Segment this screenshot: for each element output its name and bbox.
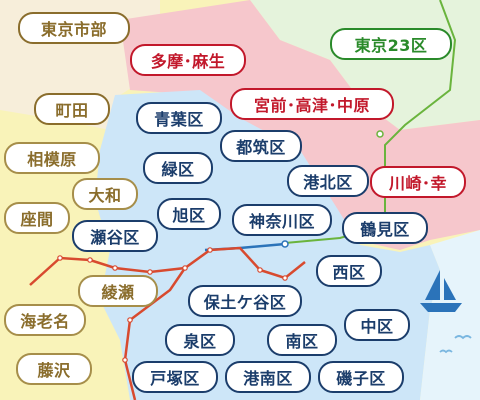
rail-station-dot	[112, 265, 118, 271]
label-tsuzuki-ku[interactable]: 都筑区	[220, 130, 302, 162]
label-tokyo-shibu[interactable]: 東京市部	[18, 12, 130, 44]
sailboat-icon	[420, 270, 462, 312]
seagull-icon	[439, 335, 472, 354]
rail-station-dot	[376, 130, 384, 138]
label-fujisawa[interactable]: 藤沢	[16, 353, 92, 385]
label-ebina[interactable]: 海老名	[4, 304, 86, 336]
sea-region	[420, 230, 480, 400]
label-kohoku-ku[interactable]: 港北区	[287, 165, 369, 197]
rail-station-dot	[207, 247, 213, 253]
rail-station-dot	[281, 240, 289, 248]
label-nishi-ku[interactable]: 西区	[316, 255, 382, 287]
label-zama[interactable]: 座間	[4, 202, 70, 234]
label-totsuka-ku[interactable]: 戸塚区	[132, 361, 218, 393]
label-machida[interactable]: 町田	[34, 93, 110, 125]
rail-station-dot	[57, 255, 63, 261]
label-tama-asao[interactable]: 多摩･麻生	[130, 44, 246, 76]
label-hodogaya-ku[interactable]: 保土ケ谷区	[188, 285, 302, 317]
rail-station-dot	[122, 357, 128, 363]
label-miyamae-takatsu[interactable]: 宮前･高津･中原	[230, 88, 394, 120]
rail-station-dot	[182, 265, 188, 271]
rail-station-dot	[257, 267, 263, 273]
rail-station-dot	[147, 269, 153, 275]
label-yamato[interactable]: 大和	[72, 178, 138, 210]
rail-station-dot	[282, 275, 288, 281]
label-kawasaki-saiwai[interactable]: 川崎･幸	[370, 166, 466, 198]
label-asahi-ku[interactable]: 旭区	[157, 198, 221, 230]
label-konan-ku[interactable]: 港南区	[225, 361, 311, 393]
label-tokyo-23ku[interactable]: 東京23区	[330, 28, 452, 60]
label-aoba-ku[interactable]: 青葉区	[136, 102, 222, 134]
label-minami-ku[interactable]: 南区	[267, 324, 337, 356]
label-midori-ku[interactable]: 緑区	[143, 152, 213, 184]
label-isogo-ku[interactable]: 磯子区	[318, 361, 404, 393]
rail-station-dot	[127, 317, 133, 323]
label-kanagawa-ku[interactable]: 神奈川区	[232, 204, 332, 236]
rail-station-dot	[87, 257, 93, 263]
label-sagamihara[interactable]: 相模原	[4, 142, 100, 174]
label-tsurumi-ku[interactable]: 鶴見区	[342, 212, 428, 244]
label-seya-ku[interactable]: 瀬谷区	[72, 220, 158, 252]
label-naka-ku[interactable]: 中区	[344, 309, 410, 341]
label-ayase[interactable]: 綾瀬	[78, 275, 158, 307]
label-izumi-ku[interactable]: 泉区	[165, 324, 235, 356]
